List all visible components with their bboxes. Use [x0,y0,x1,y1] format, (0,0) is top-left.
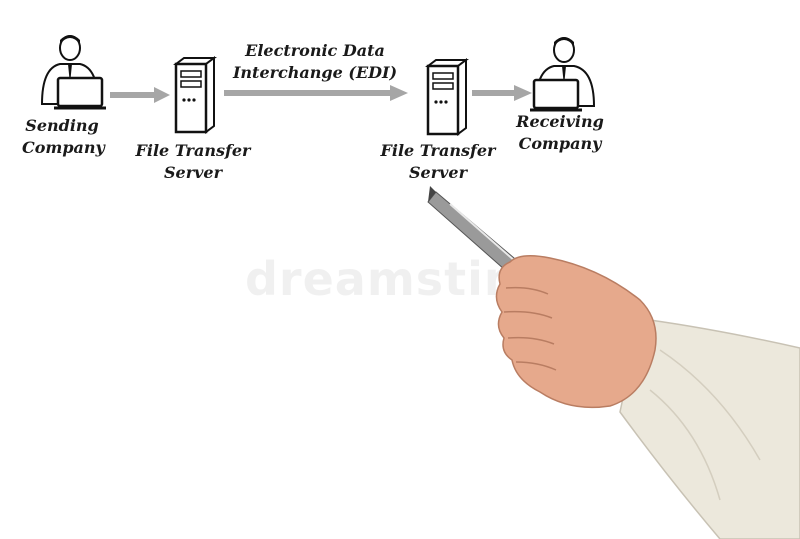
arrow-edi [224,85,408,101]
person-laptop-icon [530,37,596,112]
edge-label-edi: Electronic Data Interchange (EDI) [226,40,404,84]
label-line: Server [163,163,223,182]
arrow-sending-to-server [110,87,170,103]
node-label-file-transfer-server-2: File Transfer Server [377,140,499,184]
label-line: File Transfer [135,141,251,160]
server-tower-icon [425,58,469,136]
hand-with-pen [427,186,800,539]
label-line: Receiving [516,112,604,131]
server-tower-icon [173,56,217,134]
hand [495,255,657,409]
node-label-receiving-company: Receiving Company [512,111,608,155]
arrow-server-to-receiving [472,85,532,101]
person-laptop-icon [40,35,106,110]
label-line: Electronic Data [245,41,385,60]
label-line: Company [22,138,105,157]
label-line: Server [408,163,468,182]
label-line: Company [518,134,602,153]
node-label-sending-company: Sending Company [22,115,105,159]
label-line: Sending [25,116,99,135]
label-line: Interchange (EDI) [232,63,398,82]
label-line: File Transfer [380,141,496,160]
node-label-file-transfer-server-1: File Transfer Server [132,140,254,184]
